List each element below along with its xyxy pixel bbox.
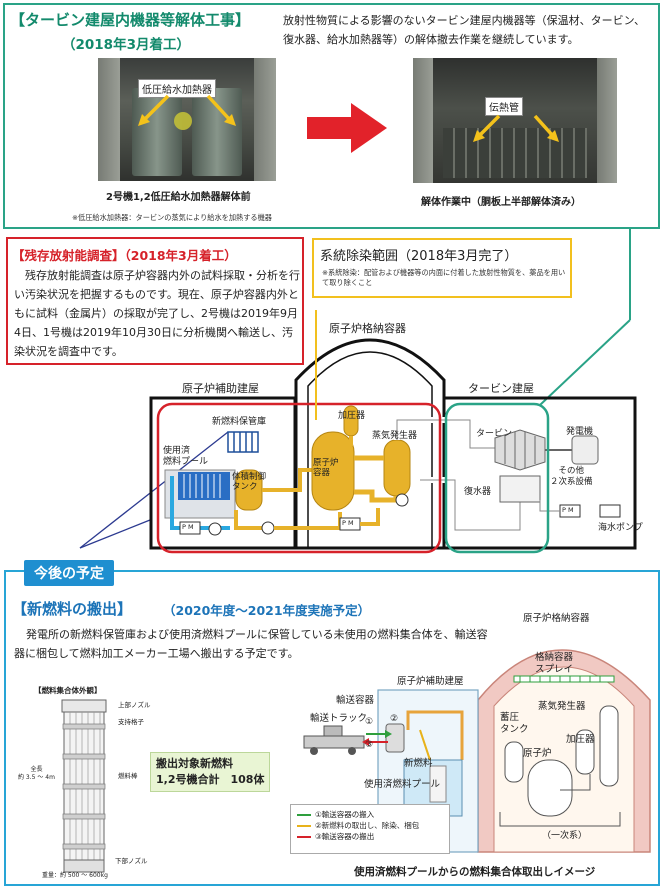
- caption-before: 2号機1,2低圧給水加熱器解体前: [106, 192, 251, 203]
- new-fuel-storage-label: 新燃料保管庫: [212, 417, 267, 427]
- fd-primary-label: （一次系）: [542, 831, 588, 841]
- arrows-heat-tube: [473, 114, 559, 142]
- new-fuel-title: 【新燃料の搬出】: [12, 600, 133, 618]
- target-fuel-tag: 搬出対象新燃料 1,2号機合計 108体: [150, 752, 271, 792]
- residual-body: 残存放射能調査は原子炉容器内外の試料採取・分析を行い汚染状況を把握するものです。…: [14, 269, 300, 358]
- arrows-lp-heater: [138, 94, 236, 126]
- future-plan-tag: 今後の予定: [24, 560, 114, 586]
- legend-box: ①輸送容器の搬入 ②新燃料の取出し、除染、梱包 ③輸送容器の搬出: [290, 804, 450, 854]
- containment-label: 原子炉格納容器: [329, 322, 406, 335]
- fd-truck-label: 輸送トラック: [310, 713, 368, 724]
- support-grid-label: 支持格子: [118, 718, 144, 726]
- residual-title: 【残存放射能調査】（2018年3月着工）: [12, 248, 237, 263]
- reactor-vessel-label: 原子炉 容器: [313, 458, 339, 478]
- spent-fuel-pool-label: 使用済 燃料プール: [163, 446, 209, 467]
- fuel-rod-label: 燃料棒: [118, 772, 138, 780]
- turbine-label: タービン: [476, 429, 513, 439]
- legend-item-1: ①輸送容器の搬入: [297, 809, 443, 820]
- legend-item-3: ③輸送容器の搬出: [297, 831, 443, 842]
- turbine-description: 放射性物質による影響のないタービン建屋内機器等（保温材、タービン、復水器、給水加…: [283, 14, 646, 46]
- seawater-pump-label: 海水ポンプ: [598, 523, 643, 533]
- fd-pool-label: 使用済燃料プール: [364, 779, 441, 790]
- right-arrow-icon: [307, 103, 387, 153]
- yellow-arrow-icon: [297, 824, 311, 827]
- pump-mark-pool: P M: [182, 523, 194, 531]
- decon-range-box: [312, 238, 572, 298]
- fd-containment-label: 原子炉格納容器: [523, 613, 590, 624]
- note-lp-heater: ※低圧給水加熱器：タービンの蒸気により給水を加熱する機器: [72, 213, 272, 222]
- decon-title: 系統除染範囲（2018年3月完了）: [320, 249, 518, 264]
- turbine-building-label: タービン建屋: [468, 382, 534, 395]
- pressurizer-label: 加圧器: [338, 411, 366, 421]
- bottom-nozzle-label: 下部ノズル: [115, 857, 148, 865]
- new-fuel-description: 発電所の新燃料保管庫および使用済燃料プールに保管している未使用の燃料集合体を、輸…: [14, 628, 488, 660]
- legend-item-2: ②新燃料の取出し、除染、梱包: [297, 820, 443, 831]
- fuel-assembly-title: 【燃料集合体外観】: [34, 686, 102, 695]
- fd-step2-mark: ②: [390, 714, 399, 724]
- target-fuel-line2: 1,2号機合計 108体: [156, 773, 265, 786]
- fd-aux-building-label: 原子炉補助建屋: [397, 676, 464, 687]
- target-fuel-line1: 搬出対象新燃料: [156, 757, 233, 770]
- fd-reactor-label: 原子炉: [523, 748, 552, 759]
- fuel-assembly-drawing: [61, 699, 107, 873]
- caption-during: 解体作業中（胴板上半部解体済み）: [421, 197, 581, 208]
- fd-spray-label: 格納容器 スプレイ: [535, 652, 574, 675]
- label-lp-heater: 低圧給水加熱器: [138, 79, 216, 98]
- fd-step1-mark: ①: [365, 717, 374, 727]
- turbine-title: 【タービン建屋内機器等解体工事】: [10, 11, 251, 29]
- fd-new-fuel-label: 新燃料: [404, 758, 433, 769]
- fd-accum-label: 蓄圧 タンク: [500, 712, 529, 735]
- new-fuel-title-date: （2020年度～2021年度実施予定）: [163, 603, 371, 618]
- decon-note: ※系統除染：配管および機器等の内面に付着した放射性物質を、薬品を用いて取り除くこ…: [322, 268, 566, 287]
- pump-mark-primary: P M: [342, 519, 354, 527]
- other-secondary-label: その他 ２次系設備: [550, 466, 593, 487]
- length-label: 全長 約 3.5 ～ 4m: [18, 766, 55, 781]
- red-arrow-icon: [297, 835, 311, 838]
- pump-mark-secondary: P M: [562, 506, 574, 514]
- fd-sg-label: 蒸気発生器: [538, 701, 586, 712]
- label-heat-tube: 伝熱管: [485, 97, 523, 116]
- aux-building-label: 原子炉補助建屋: [182, 382, 259, 395]
- steam-generator-label: 蒸気発生器: [372, 431, 418, 441]
- fuel-removal-caption: 使用済燃料プールからの燃料集合体取出しイメージ: [354, 866, 596, 878]
- turbine-title-date: （2018年3月着工）: [62, 37, 190, 53]
- top-nozzle-label: 上部ノズル: [118, 701, 151, 709]
- condenser-label: 復水器: [464, 487, 492, 497]
- photo-before: [98, 58, 276, 181]
- photo-during: [413, 58, 617, 183]
- fd-pressurizer-label: 加圧器: [566, 734, 595, 745]
- green-arrow-icon: [297, 813, 311, 816]
- generator-label: 発電機: [566, 427, 594, 437]
- weight-label: 重量：約 500 ～ 600kg: [42, 872, 108, 879]
- fd-cask-label: 輸送容器: [336, 695, 375, 706]
- residual-survey-box: [6, 237, 304, 365]
- fd-step3-mark: ③: [365, 740, 374, 750]
- vct-label: 体積制御 タンク: [232, 472, 267, 492]
